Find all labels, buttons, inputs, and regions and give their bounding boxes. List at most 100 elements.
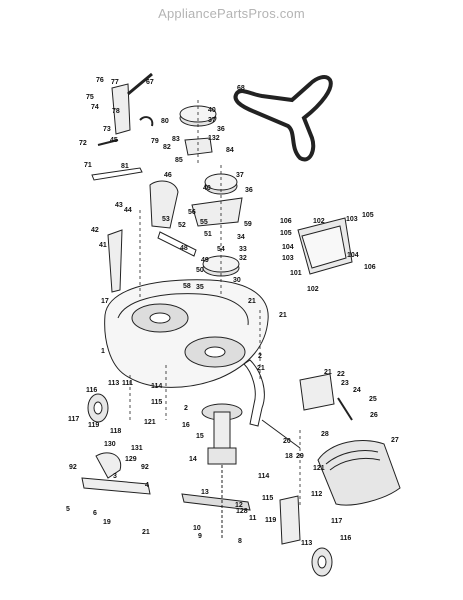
callout-4: 4 (145, 482, 149, 489)
lift-lever (127, 72, 153, 96)
callout-19: 19 (103, 519, 111, 526)
wheel-bracket (279, 495, 301, 545)
callout-75: 75 (86, 94, 94, 101)
callout-21: 21 (248, 298, 256, 305)
callout-105b: 105 (280, 230, 292, 237)
callout-2: 2 (258, 353, 262, 360)
callout-16: 16 (182, 422, 190, 429)
callout-104: 104 (282, 244, 294, 251)
deck-rim (117, 293, 249, 326)
callout-115: 115 (151, 399, 162, 406)
callout-103b: 103 (282, 255, 294, 262)
callout-51: 51 (204, 231, 212, 238)
callout-48: 48 (180, 245, 188, 252)
callout-30: 30 (233, 277, 241, 284)
callout-1: 1 (101, 348, 105, 355)
callout-52: 52 (178, 222, 186, 229)
callout-21e: 21 (142, 529, 150, 536)
callout-45: 45 (110, 137, 118, 144)
callout-102b: 102 (307, 286, 319, 293)
callout-114: 114 (151, 383, 162, 390)
callout-118: 118 (110, 428, 121, 435)
callout-111: 111 (122, 380, 133, 387)
callout-121b: 121 (313, 465, 325, 472)
callout-40b: 40 (203, 185, 211, 192)
callout-6: 6 (93, 510, 97, 517)
callout-101: 101 (290, 270, 302, 277)
callout-130: 130 (104, 441, 116, 448)
callout-2b: 2 (184, 405, 188, 412)
callout-68: 68 (237, 85, 245, 92)
callout-54: 54 (217, 246, 225, 253)
callout-117: 117 (68, 416, 79, 423)
callout-82: 82 (163, 144, 171, 151)
spindle-bearing (207, 447, 237, 465)
callout-58: 58 (183, 283, 191, 290)
callout-3: 3 (113, 473, 117, 480)
callout-116: 116 (86, 387, 97, 394)
callout-119b: 119 (265, 517, 276, 524)
callout-72: 72 (79, 140, 87, 147)
callout-113: 113 (108, 380, 119, 387)
callout-12: 12 (235, 502, 243, 509)
callout-32: 32 (239, 255, 247, 262)
deck-hanger-bracket (149, 180, 179, 229)
callout-74: 74 (91, 104, 99, 111)
callout-41: 41 (99, 242, 107, 249)
callout-104b: 104 (347, 252, 359, 259)
callout-50: 50 (196, 267, 204, 274)
lift-link (107, 229, 123, 293)
side-link (243, 359, 265, 427)
idler-arm (191, 197, 243, 227)
callout-21b: 21 (279, 312, 287, 319)
callout-71: 71 (84, 162, 92, 169)
callout-33: 33 (239, 246, 247, 253)
callout-24: 24 (353, 387, 361, 394)
callout-28: 28 (321, 431, 329, 438)
callout-55: 55 (200, 219, 208, 226)
callout-9: 9 (198, 533, 202, 540)
idler-bracket (184, 137, 213, 156)
callout-22: 22 (337, 371, 345, 378)
lift-spring (139, 116, 154, 127)
height-adjust-rod (91, 167, 143, 181)
callout-103: 103 (346, 216, 358, 223)
callout-14: 14 (189, 456, 197, 463)
lift-rod (157, 231, 197, 257)
callout-112: 112 (311, 491, 322, 498)
callout-8: 8 (238, 538, 242, 545)
callout-92: 92 (69, 464, 77, 471)
callout-129: 129 (125, 456, 137, 463)
callout-121: 121 (144, 419, 156, 426)
chute-spring (337, 397, 353, 421)
callout-43: 43 (115, 202, 123, 209)
front-link (95, 452, 122, 479)
callout-42: 42 (91, 227, 99, 234)
callout-15: 15 (196, 433, 204, 440)
callout-35: 35 (196, 284, 204, 291)
callout-56: 56 (188, 209, 196, 216)
callout-132: 132 (208, 135, 220, 142)
callout-106: 106 (280, 218, 292, 225)
callout-49: 49 (201, 257, 209, 264)
callout-115b: 115 (262, 495, 273, 502)
callout-106b: 106 (364, 264, 376, 271)
callout-18: 18 (285, 453, 293, 460)
callout-10: 10 (193, 525, 201, 532)
callout-113b: 113 (301, 540, 312, 547)
callout-36b: 36 (245, 187, 253, 194)
callout-46: 46 (164, 172, 172, 179)
discharge-chute (317, 440, 401, 506)
callout-73: 73 (103, 126, 111, 133)
callout-5: 5 (66, 506, 70, 513)
callout-92b: 92 (141, 464, 149, 471)
callout-25: 25 (369, 396, 377, 403)
callout-59: 59 (244, 221, 252, 228)
callout-21d: 21 (324, 369, 332, 376)
front-bumper-bar (81, 477, 151, 495)
callout-36: 36 (217, 126, 225, 133)
callout-37: 37 (208, 117, 216, 124)
callout-78: 78 (112, 108, 120, 115)
callout-114b: 114 (258, 473, 269, 480)
